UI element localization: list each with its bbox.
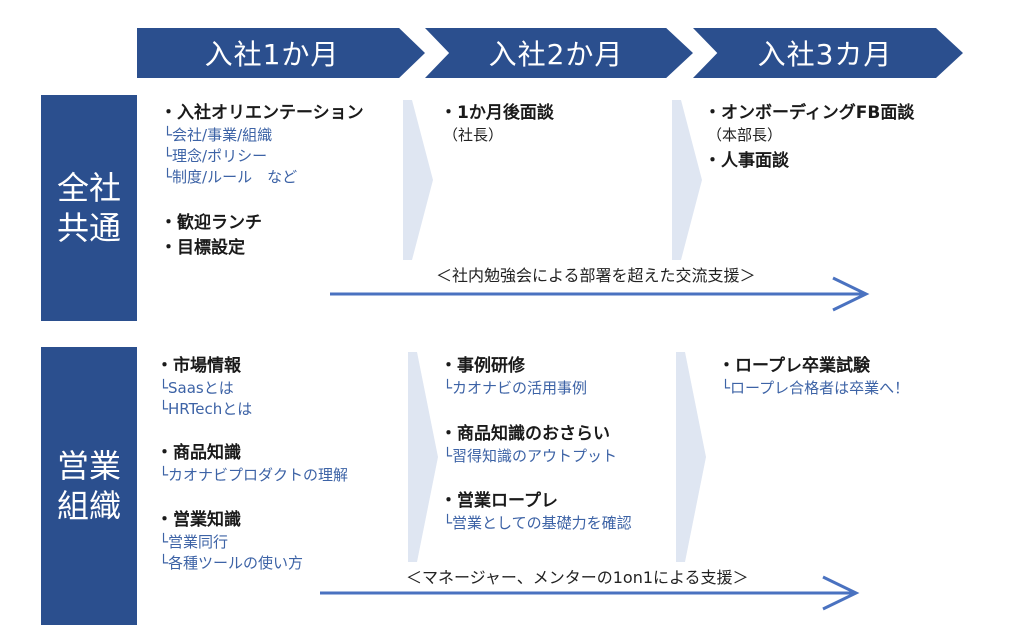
sales-m1-sub: └カオナビプロダクトの理解 xyxy=(159,466,349,484)
sales-m1-sub: └営業同行 xyxy=(159,533,229,551)
sales-m3-graduation-test: ・ロープレ卒業試験 xyxy=(718,356,870,376)
company-arrow-label: ＜社内勉強会による部署を超えた交流支援＞ xyxy=(436,266,756,285)
sales-m1-sales-knowledge: ・営業知識 xyxy=(156,510,241,530)
row-label-company-line1: 全社 xyxy=(56,169,121,207)
company-m3-fb-interview: ・オンボーディングFB面談 xyxy=(704,103,915,123)
company-m1-orientation: ・入社オリエンテーション xyxy=(160,103,364,123)
row-label-company: 全社 共通 xyxy=(41,95,137,321)
row-label-company-line2: 共通 xyxy=(56,209,121,247)
sales-m1-sub: └各種ツールの使い方 xyxy=(159,554,304,572)
company-m3-hr-interview: ・人事面談 xyxy=(704,151,789,171)
sales-m1-sub: └HRTechとは xyxy=(159,400,253,418)
sales-m1-market: ・市場情報 xyxy=(156,356,241,376)
company-m1-sub: └制度/ルール など xyxy=(163,168,298,186)
company-arrow xyxy=(330,276,870,312)
sales-m2-case-training: ・事例研修 xyxy=(440,356,525,376)
sales-m3-sub: └ロープレ合格者は卒業へ！ xyxy=(721,379,910,397)
company-m1-goals: ・目標設定 xyxy=(160,238,245,258)
phase-month3: 入社3カ月 xyxy=(693,28,963,78)
phase-month1-label: 入社1か月 xyxy=(204,38,340,71)
company-m1-sub: └理念/ポリシー xyxy=(163,147,268,165)
sales-arrow xyxy=(320,575,860,611)
sales-m2-sub: └カオナビの活用事例 xyxy=(443,379,588,397)
sales-m2-sub: └習得知識のアウトプット xyxy=(443,447,618,465)
company-m1-sub: └会社/事業/組織 xyxy=(163,126,273,144)
row-label-sales: 営業 組織 xyxy=(41,347,137,625)
row-label-sales-line2: 組織 xyxy=(56,487,121,525)
phase-month2: 入社2か月 xyxy=(425,28,693,78)
separator-chevron xyxy=(408,352,438,562)
phase-month2-label: 入社2か月 xyxy=(488,38,624,71)
separator-chevron xyxy=(403,100,433,260)
company-m3-note: （本部長） xyxy=(707,126,783,144)
sales-arrow-label: ＜マネージャー、メンターの1on1による支援＞ xyxy=(406,568,749,587)
row-label-sales-line1: 営業 xyxy=(56,447,121,485)
phase-month1: 入社1か月 xyxy=(137,28,425,78)
separator-chevron xyxy=(672,100,702,260)
sales-m1-product: ・商品知識 xyxy=(156,443,241,463)
separator-chevron xyxy=(676,352,706,562)
company-m2-interview: ・1か月後面談 xyxy=(440,103,554,123)
sales-m2-sub: └営業としての基礎力を確認 xyxy=(443,514,632,532)
company-m2-note: （社長） xyxy=(443,126,504,144)
phase-month3-label: 入社3カ月 xyxy=(757,38,893,71)
sales-m1-sub: └Saasとは xyxy=(159,379,234,397)
sales-m2-roleplay: ・営業ロープレ xyxy=(440,491,558,511)
sales-m2-product-review: ・商品知識のおさらい xyxy=(440,424,610,444)
company-m1-lunch: ・歓迎ランチ xyxy=(160,213,262,233)
